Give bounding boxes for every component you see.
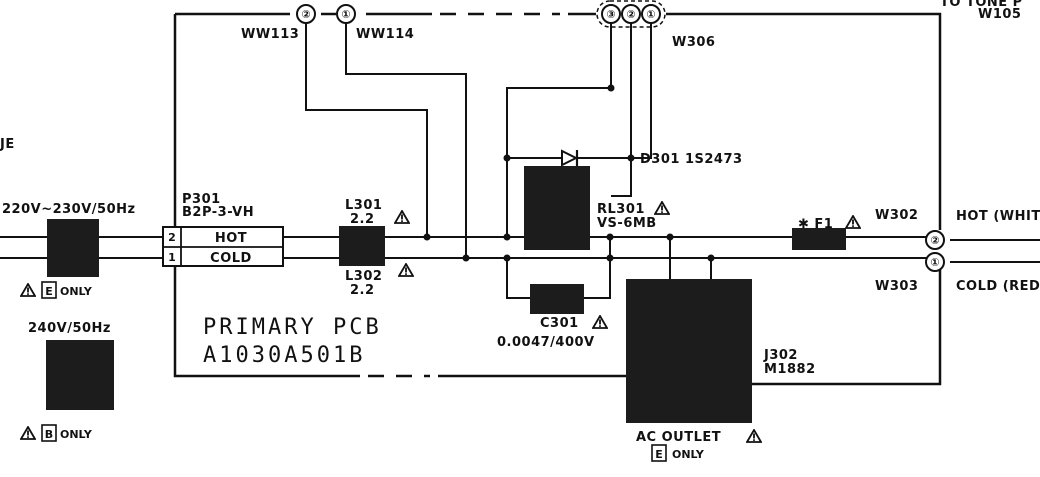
label-j302: J302	[763, 348, 798, 363]
connector-p301: 2 1 HOT COLD	[162, 226, 284, 267]
p301-pin-2: 2	[168, 231, 176, 244]
label-l302: L302	[345, 269, 382, 284]
warning-icon	[20, 283, 36, 297]
warning-icon	[845, 215, 861, 229]
label-voltage-240: 240V/50Hz	[28, 321, 111, 336]
p301-pin-1: 1	[168, 251, 176, 264]
label-p301-type: B2P-3-VH	[182, 205, 254, 220]
label-c301: C301	[540, 316, 579, 331]
label-b-box: B	[45, 428, 53, 441]
pcb-boundary	[173, 12, 942, 386]
label-l301: L301	[345, 198, 382, 213]
label-rl301: RL301	[597, 202, 645, 217]
warning-icon	[746, 429, 762, 443]
label-ac-outlet: AC OUTLET	[636, 430, 721, 445]
connector-ww113: ②	[296, 4, 316, 24]
label-cold: COLD	[210, 251, 252, 266]
label-j302-type: M1882	[764, 362, 816, 377]
junction-dots	[423, 84, 715, 262]
plug-240v-image	[46, 340, 114, 410]
label-w303: W303	[875, 279, 918, 294]
connector-w306-pin3: ③	[606, 8, 615, 21]
label-cold-output: COLD (RED	[956, 279, 1040, 294]
label-left-edge: JE	[0, 137, 15, 152]
inductor-l301-l302	[339, 226, 385, 266]
label-c301-value: 0.0047/400V	[497, 335, 595, 350]
plug-220v-image	[47, 219, 99, 277]
pcb-title: PRIMARY PCB	[203, 315, 382, 340]
label-w105: W105	[978, 7, 1021, 22]
warning-icon	[394, 210, 410, 224]
warning-icon	[592, 315, 608, 329]
label-p301: P301	[182, 192, 221, 207]
label-ac-only: ONLY	[672, 448, 705, 461]
capacitor-c301	[530, 284, 584, 314]
label-e-box: E	[45, 285, 53, 298]
relay-rl301	[524, 166, 590, 250]
label-only-e: ONLY	[60, 285, 93, 298]
connector-w302: ②	[925, 230, 945, 250]
note-b-only: B ONLY	[20, 424, 93, 442]
label-d301: D301 1S2473	[640, 152, 743, 167]
label-rl301-type: VS-6MB	[597, 216, 657, 231]
label-voltage-220: 220V~230V/50Hz	[2, 202, 136, 217]
connector-w302-pin: ②	[930, 234, 939, 247]
label-l301-value: 2.2	[350, 212, 375, 227]
label-w306: W306	[672, 35, 715, 50]
ac-outlet-j302	[626, 279, 752, 423]
note-e-only: E ONLY	[20, 281, 93, 299]
label-ac-e-box: E	[655, 448, 663, 461]
label-to-tone: TO TONE P	[940, 0, 1023, 10]
label-hot-output: HOT (WHIT	[956, 209, 1040, 224]
diode-d301	[561, 149, 579, 167]
connector-ww114: ①	[336, 4, 356, 24]
label-f1: ✱ F1	[798, 217, 833, 232]
warning-icon	[398, 263, 414, 277]
fuse-f1	[792, 228, 846, 250]
connector-w303: ①	[925, 252, 945, 272]
label-ww113: WW113	[241, 27, 299, 42]
warning-icon	[20, 426, 36, 440]
note-ac-e-only: E ONLY	[651, 444, 705, 462]
connector-ww114-pin: ①	[341, 8, 350, 21]
warning-icon	[654, 201, 670, 215]
label-hot: HOT	[215, 231, 247, 246]
label-ww114: WW114	[356, 27, 414, 42]
main-wires	[0, 236, 1040, 263]
internal-wires	[305, 23, 712, 299]
connector-w303-pin: ①	[930, 256, 939, 269]
connector-w306: ③ ② ①	[596, 0, 666, 28]
pcb-code: A1030A501B	[203, 343, 365, 368]
label-l302-value: 2.2	[350, 283, 375, 298]
connector-w306-pin1: ①	[646, 8, 655, 21]
label-w302: W302	[875, 208, 918, 223]
connector-ww113-pin: ②	[301, 8, 310, 21]
connector-w306-pin2: ②	[626, 8, 635, 21]
label-only-b: ONLY	[60, 428, 93, 441]
